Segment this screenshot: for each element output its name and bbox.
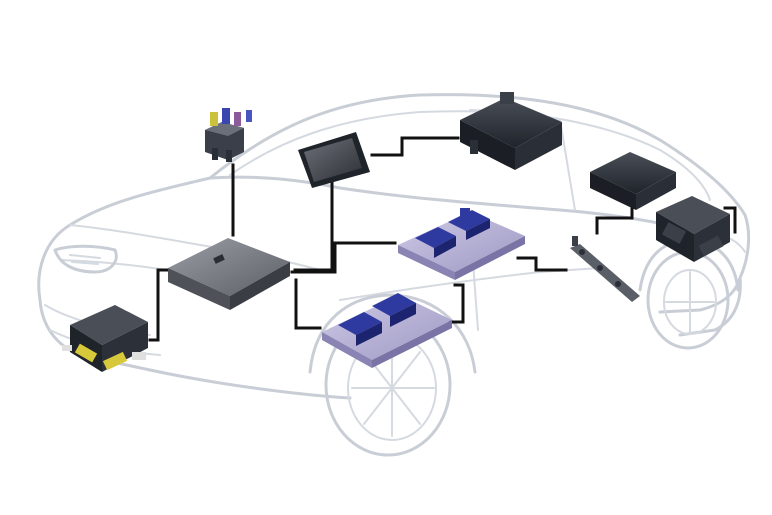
rear-rim-spokes (665, 271, 715, 335)
connector-gateway-to-lower-ecu (294, 278, 322, 330)
rear-control-unit-icon (590, 152, 676, 210)
connector-fuse-to-gateway (148, 268, 170, 342)
roof-control-unit-icon (460, 92, 562, 170)
display-unit-icon (298, 132, 370, 188)
connector-gateway-to-upper-ecu (290, 241, 397, 274)
connector-display-to-roof-unit (370, 136, 460, 157)
b-pillar-line (559, 119, 576, 211)
door-line-front (339, 267, 601, 301)
connector-rear-unit-to-wiring (595, 203, 634, 235)
connector-lines (148, 136, 737, 342)
sensor-module-icon (205, 108, 252, 162)
upper-ecu-icon (398, 208, 525, 280)
gateway-module-icon (168, 238, 290, 310)
headlight-outline (53, 244, 118, 274)
rear-corner-module-icon (656, 196, 730, 262)
front-rim-spokes (351, 339, 435, 437)
headlight-detail (69, 254, 101, 265)
car-rear-outline (678, 276, 742, 337)
connector-lower-ecu-bracket (448, 283, 465, 324)
connector-rear-corner-module (723, 206, 737, 234)
lower-ecu-icon (322, 293, 452, 368)
car-body-outline (37, 93, 751, 400)
fuse-relay-box-icon (62, 305, 148, 372)
connector-display (293, 178, 334, 272)
connector-upper-ecu-to-wiring (516, 256, 568, 272)
wiring-strip-icon (570, 236, 640, 302)
